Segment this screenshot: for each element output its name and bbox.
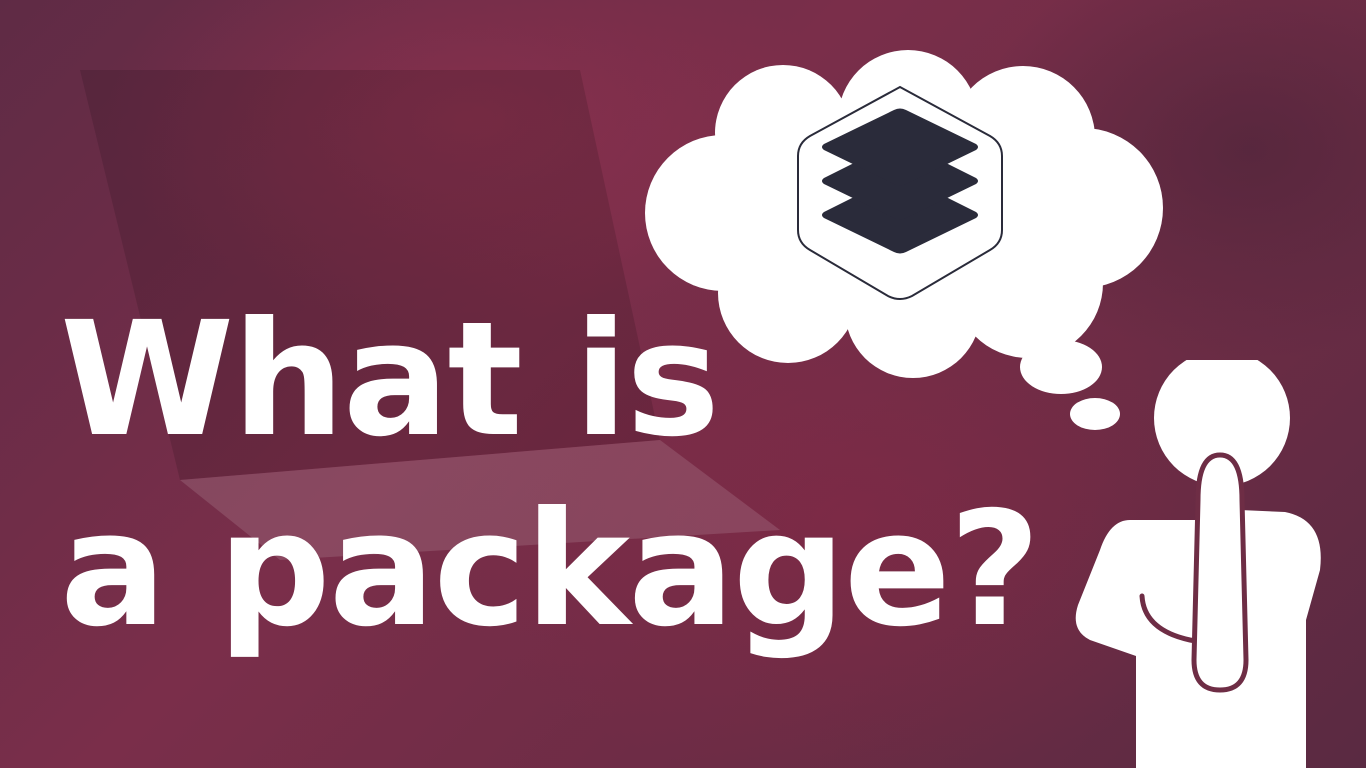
headline-line-2: a package? bbox=[60, 478, 1041, 662]
thinking-person-icon bbox=[1075, 360, 1321, 768]
person-finger bbox=[1191, 452, 1249, 693]
layer-middle-icon bbox=[822, 154, 978, 220]
thought-bubble-large bbox=[1020, 340, 1102, 394]
person-arm bbox=[1139, 593, 1239, 651]
headline: What is a package? bbox=[60, 285, 1041, 665]
layer-bottom-icon bbox=[822, 188, 978, 254]
person-head bbox=[1154, 360, 1290, 486]
layer-top-icon bbox=[822, 108, 978, 186]
headline-line-1: What is bbox=[60, 288, 720, 472]
thought-bubble-small bbox=[1070, 398, 1120, 430]
laptop-background-icon bbox=[80, 70, 780, 560]
stacked-layers-icon bbox=[797, 85, 1003, 300]
